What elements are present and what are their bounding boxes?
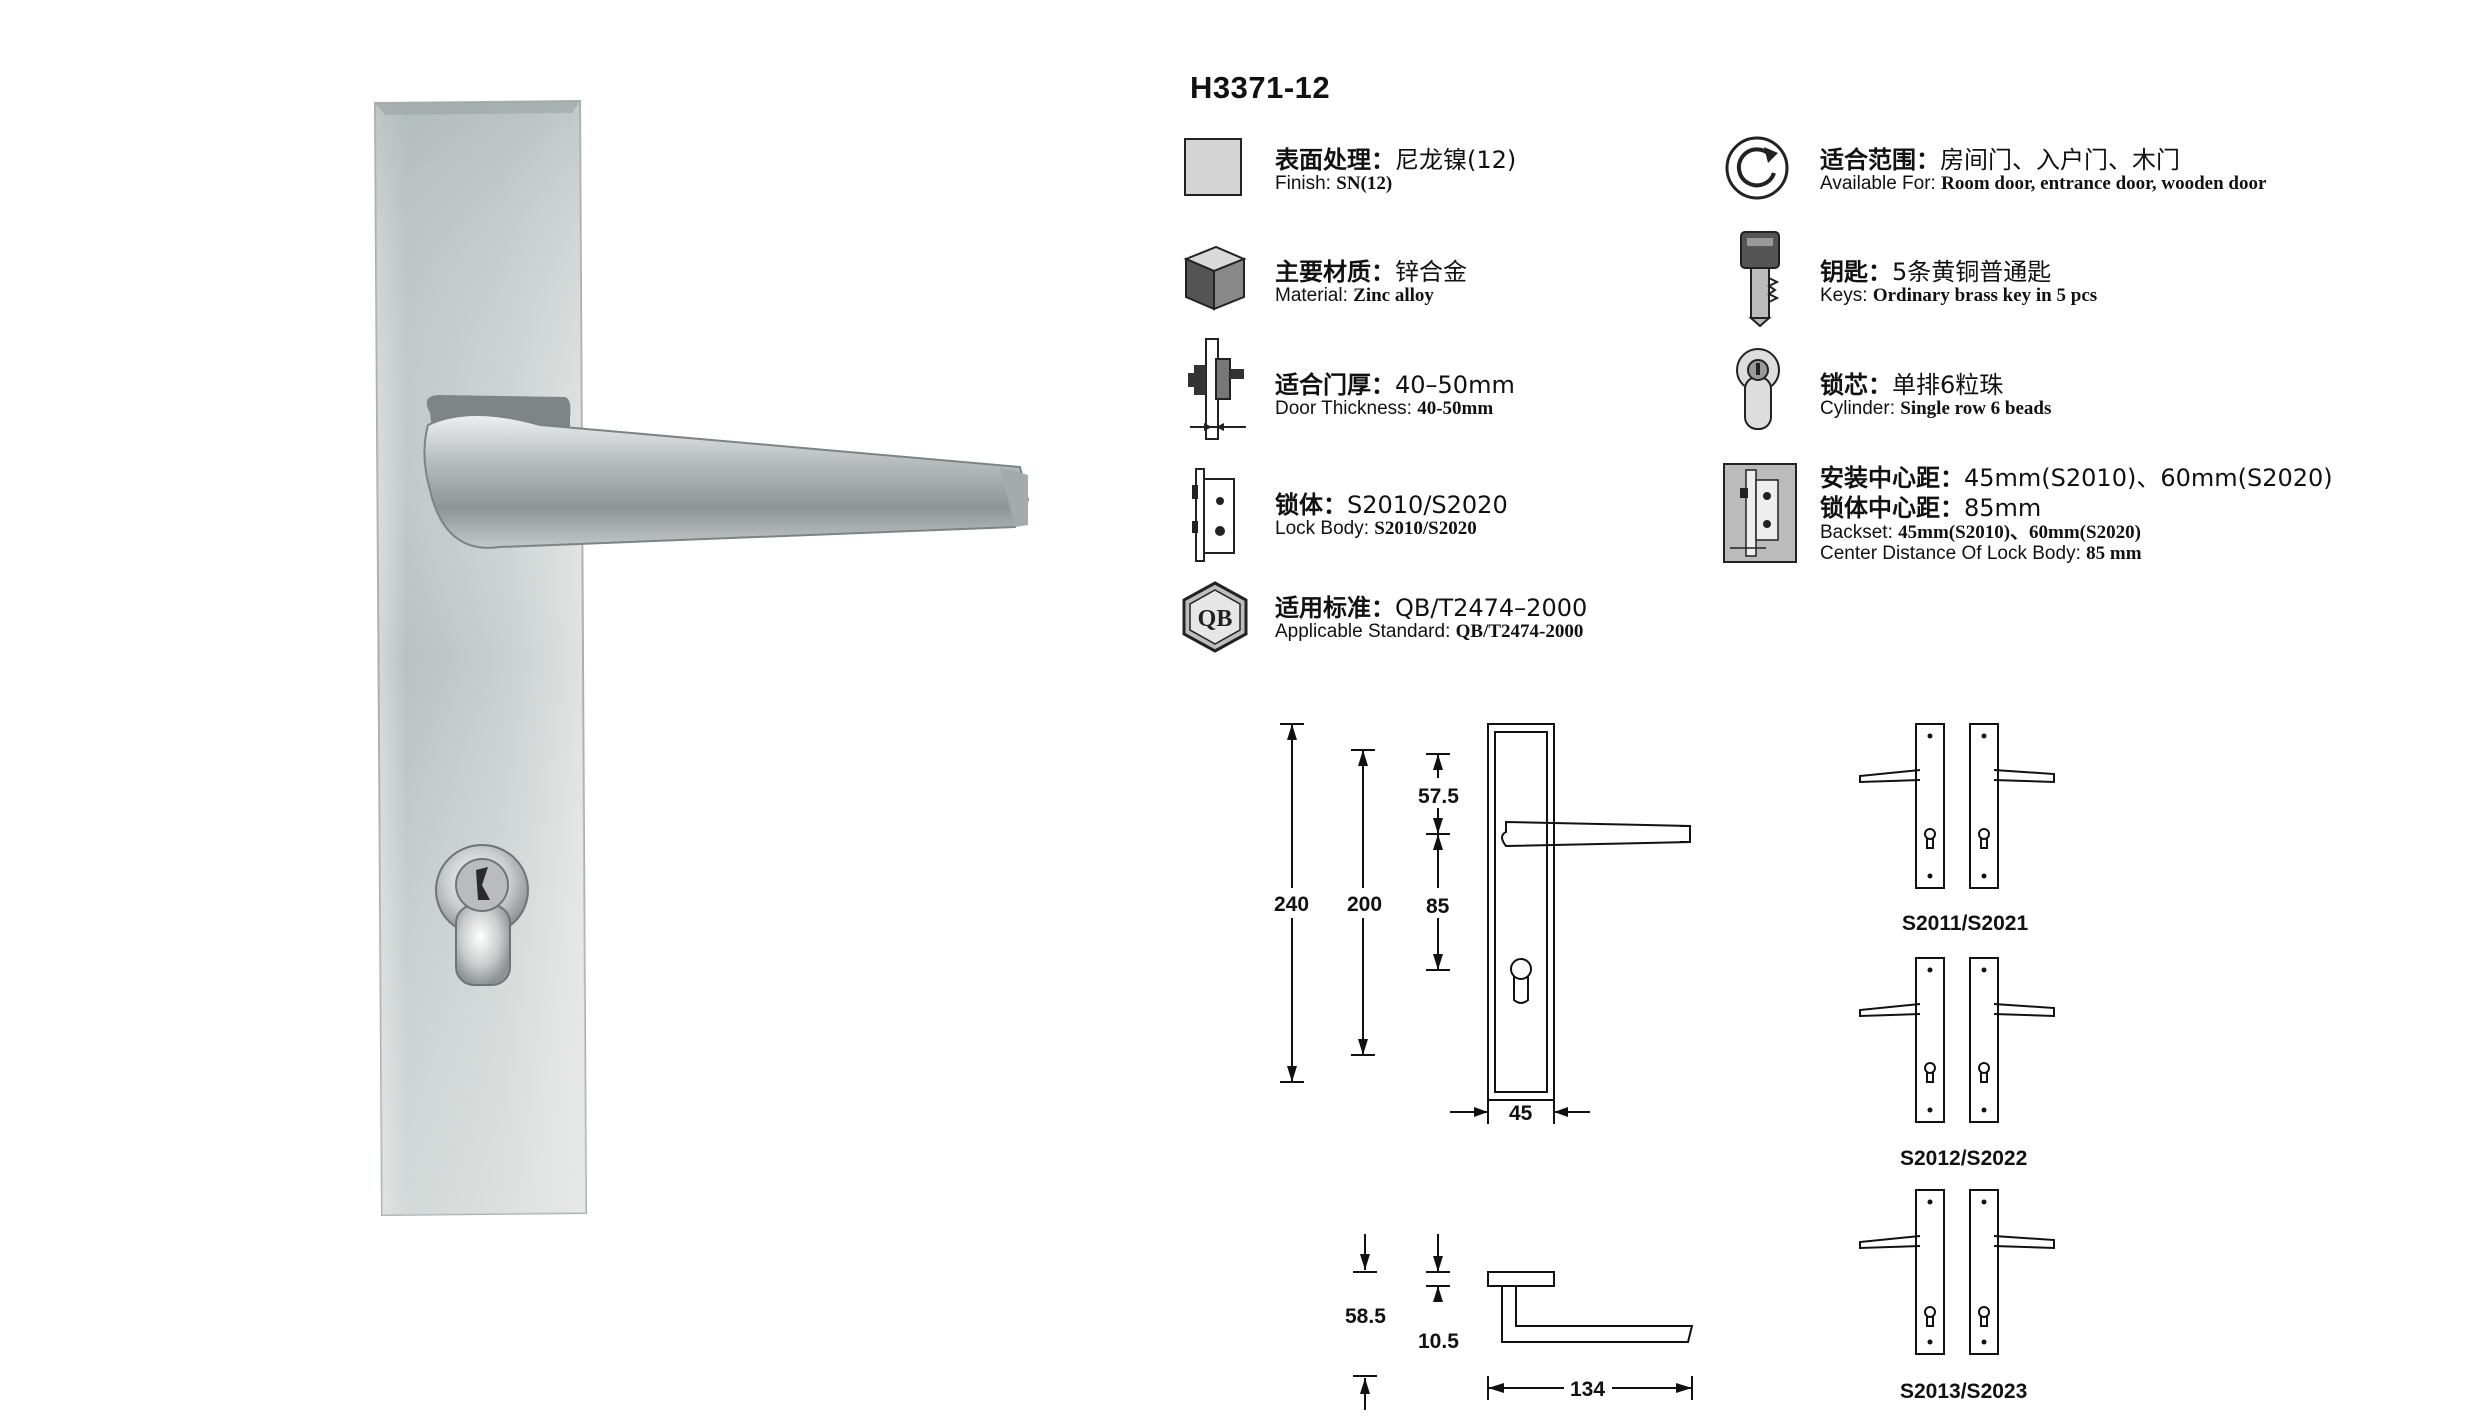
variant-label-1: S2011/S2021 <box>1902 912 2029 935</box>
cylinder-icon <box>1736 348 1780 430</box>
center-distance-en: Center Distance Of Lock Body: 85 mm <box>1820 543 2142 564</box>
finish-en: Finish: SN(12) <box>1275 173 1393 194</box>
lockbody-cn: 锁体：S2010/S2020 <box>1275 491 1508 519</box>
standard-en: Applicable Standard: QB/T2474-2000 <box>1275 621 1584 642</box>
material-en: Material: Zinc alloy <box>1275 285 1434 306</box>
dim-overall-height: 240 <box>1274 893 1310 916</box>
dim-plate-width: 45 <box>1509 1102 1533 1125</box>
variant-drawing-1 <box>1859 723 2055 889</box>
material-cn: 主要材质：锌合金 <box>1275 258 1467 286</box>
variant-drawing-2 <box>1859 957 2055 1123</box>
refresh-circle-icon <box>1725 136 1789 200</box>
qb-badge-text: QB <box>1198 606 1233 632</box>
variant-drawing-3 <box>1859 1189 2055 1355</box>
dim-center-distance: 85 <box>1426 895 1450 918</box>
keys-cn: 钥匙：5条黄铜普通匙 <box>1820 258 2052 286</box>
cylinder-en: Cylinder: Single row 6 beads <box>1820 398 2052 419</box>
dim-handle-length: 134 <box>1570 1378 1606 1401</box>
qb-standard-badge-icon: QB <box>1182 581 1248 653</box>
product-photo <box>373 99 1030 1217</box>
variant-label-2: S2012/S2022 <box>1900 1147 2028 1170</box>
finish-swatch-icon <box>1184 138 1242 196</box>
keys-en: Keys: Ordinary brass key in 5 pcs <box>1820 285 2098 306</box>
thickness-en: Door Thickness: 40-50mm <box>1275 398 1494 419</box>
center-distance-cn: 锁体中心距：85mm <box>1820 494 2042 522</box>
standard-cn: 适用标准：QB/T2474–2000 <box>1275 594 1588 622</box>
dim-hole-span: 200 <box>1347 893 1383 916</box>
thickness-cn: 适合门厚：40–50mm <box>1275 371 1515 399</box>
dim-handle-to-top: 57.5 <box>1418 785 1459 808</box>
finish-cn: 表面处理：尼龙镍(12) <box>1275 146 1517 174</box>
cube-icon <box>1183 245 1247 311</box>
range-en: Available For: Room door, entrance door,… <box>1820 173 2267 194</box>
lock-body-icon <box>1192 468 1235 562</box>
range-cn: 适合范围：房间门、入户门、木门 <box>1820 146 2180 174</box>
model-number: H3371-12 <box>1190 70 1331 105</box>
backset-en: Backset: 45mm(S2010)、60mm(S2020) <box>1820 522 2141 543</box>
dim-handle-projection: 58.5 <box>1345 1305 1386 1328</box>
side-profile-drawing <box>1353 1234 1694 1410</box>
lockbody-en: Lock Body: S2010/S2020 <box>1275 518 1477 539</box>
key-icon <box>1740 231 1780 328</box>
front-dimension-drawing <box>1274 723 1691 1124</box>
backset-diagram-icon <box>1723 463 1797 563</box>
cylinder-cn: 锁芯：单排6粒珠 <box>1820 371 2004 399</box>
backset-cn: 安装中心距：45mm(S2010)、60mm(S2020) <box>1820 464 2333 492</box>
variant-drawings <box>1859 723 2055 1355</box>
variant-label-3: S2013/S2023 <box>1900 1380 2028 1403</box>
door-thickness-icon <box>1188 338 1246 440</box>
dim-handle-thickness: 10.5 <box>1418 1330 1459 1353</box>
